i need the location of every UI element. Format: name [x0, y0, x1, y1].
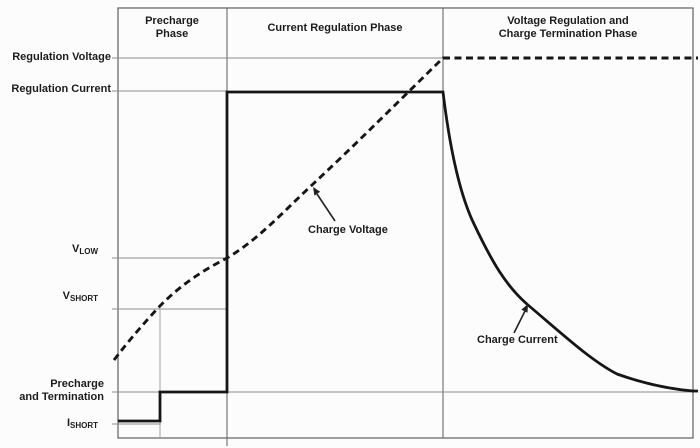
charge-current-arrow-line: [513, 310, 526, 334]
phase-header-precharge: Precharge Phase: [145, 15, 199, 40]
charge-current-curve: [118, 90, 698, 423]
phase-header-voltage-regulation: Voltage Regulation and Charge Terminatio…: [498, 15, 638, 40]
precharge-label-line2: and Termination: [19, 390, 104, 403]
annotation-charge-current: Charge Current: [477, 334, 558, 346]
i-short-symbol: I: [66, 417, 70, 429]
charge-voltage-arrow-line: [316, 193, 336, 222]
plot-border: [117, 7, 694, 439]
v-low-subscript: LOW: [79, 247, 98, 256]
axis-label-v-short: VSHORT: [63, 290, 98, 306]
charge-voltage-curve: [112, 56, 698, 361]
axis-label-regulation-voltage: Regulation Voltage: [12, 51, 111, 63]
axis-label-precharge-termination: Precharge and Termination: [19, 378, 104, 403]
phase-header-current-regulation: Current Regulation Phase: [267, 22, 403, 34]
charge-current-arrowhead-icon: [521, 304, 528, 313]
annotation-charge-voltage: Charge Voltage: [308, 224, 388, 236]
v-low-symbol: V: [71, 243, 80, 255]
precharge-label-line1: Precharge: [50, 378, 104, 390]
axis-label-v-low: VLOW: [72, 243, 98, 259]
v-short-subscript: SHORT: [70, 294, 98, 303]
axis-label-regulation-current: Regulation Current: [11, 83, 111, 95]
i-short-subscript: SHORT: [70, 421, 98, 430]
axis-label-i-short: ISHORT: [67, 417, 98, 433]
charge-voltage-arrowhead-icon: [313, 187, 321, 196]
v-short-symbol: V: [62, 290, 70, 302]
